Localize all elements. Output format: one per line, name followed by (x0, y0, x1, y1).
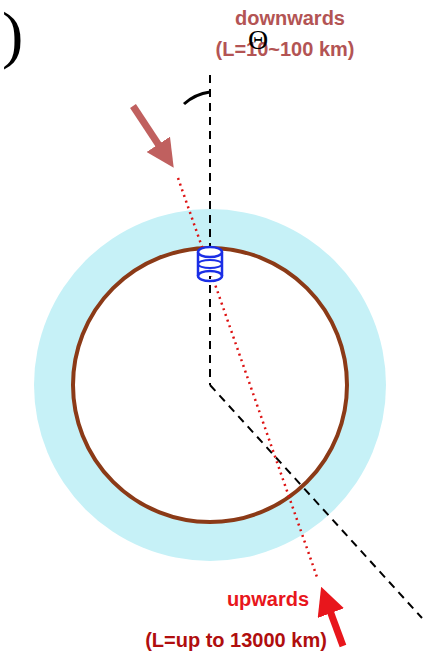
angle-arc (184, 92, 210, 104)
detector (198, 247, 222, 281)
upward-arrow (326, 600, 343, 646)
downward-arrow (133, 106, 166, 156)
direction-label: upwards (227, 588, 309, 610)
angle-symbol: Θ (248, 25, 268, 56)
baseline-label: (L=10~100 km) (216, 38, 355, 60)
baseline-label: (L=up to 13000 km) (145, 629, 327, 651)
neutrino-path (178, 178, 318, 580)
nadir-axis (210, 385, 422, 618)
cropped-bracket: ) (2, 0, 23, 70)
zenith-axis (209, 75, 211, 385)
